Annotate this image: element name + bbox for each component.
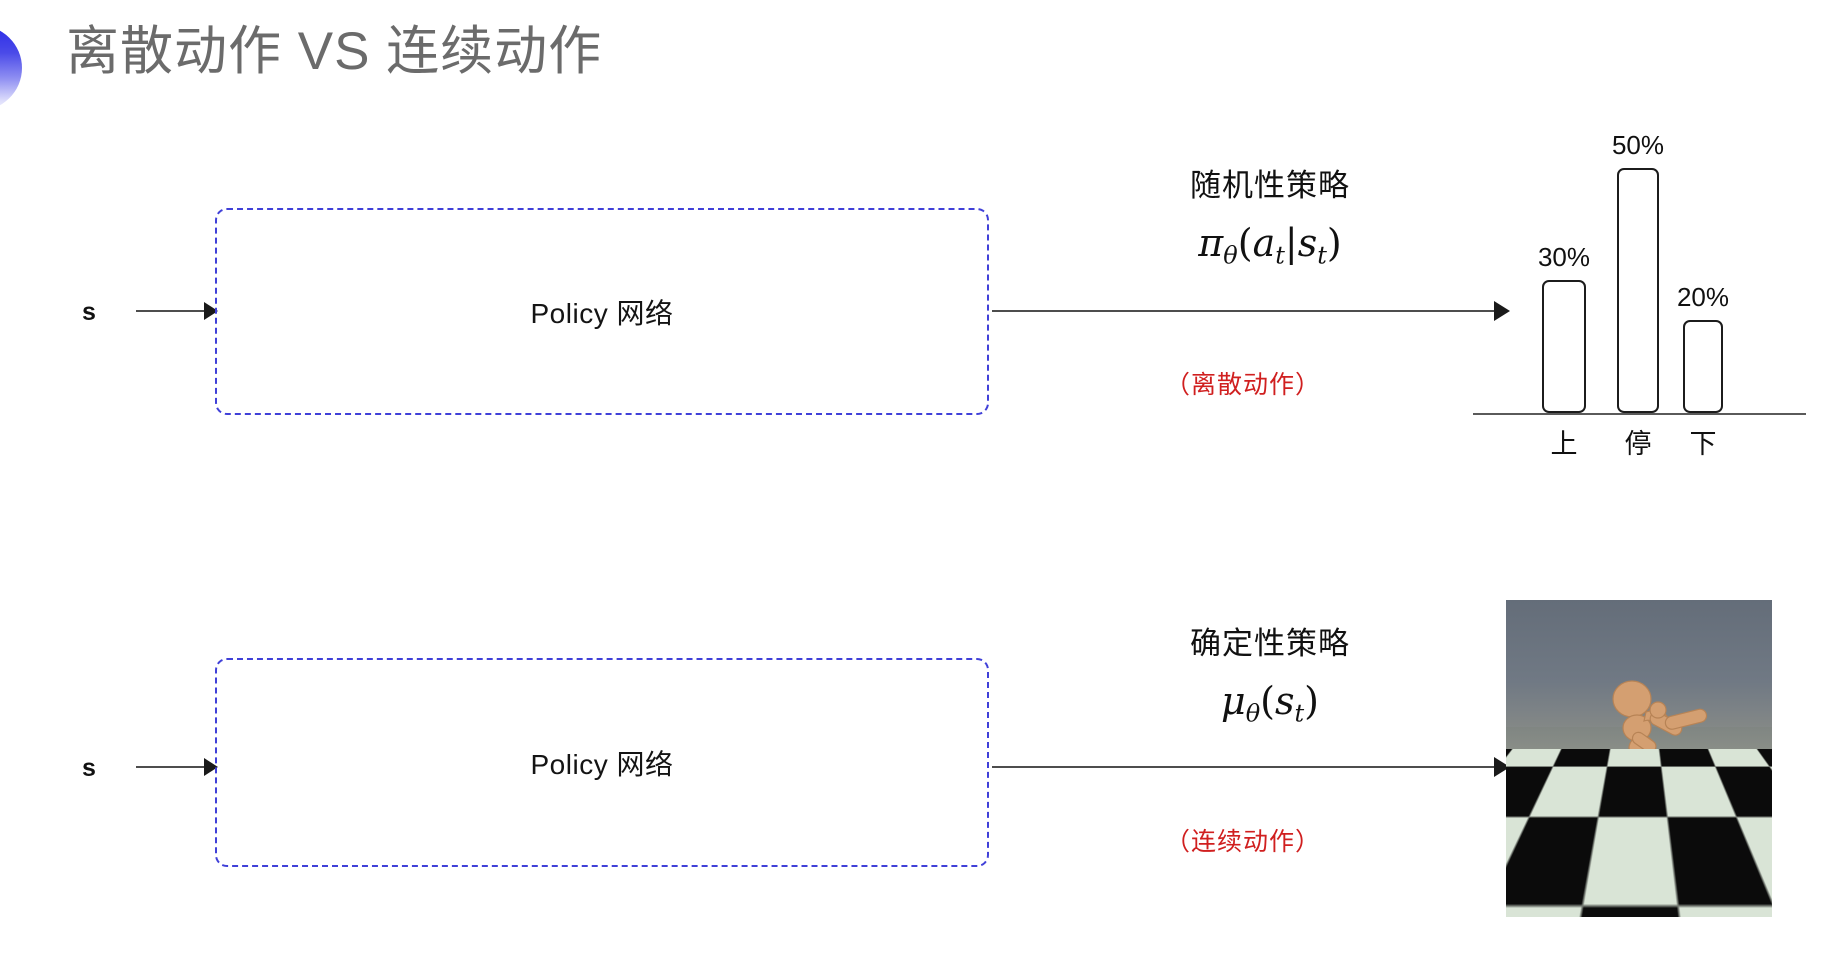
policy-network-box-discrete[interactable]: Policy 网络 <box>215 208 989 415</box>
note-continuous: （连续动作） <box>1165 828 1322 856</box>
annotation-discrete: 随机性策略 πθ(at|st) <box>1130 160 1410 270</box>
policy-box-label: Policy 网络 <box>530 297 674 329</box>
mujoco-humanoid-image <box>1506 600 1772 917</box>
humanoid-shadow <box>1582 861 1670 875</box>
page-title: 离散动作 VS 连续动作 <box>66 22 603 81</box>
bar-value-label-xia: 20% <box>1676 282 1730 312</box>
policy-name-continuous: 确定性策略 <box>1190 626 1350 661</box>
bar-category-label-ting: 停 <box>1624 429 1652 459</box>
input-arrow-discrete <box>136 300 218 322</box>
policy-name-discrete: 随机性策略 <box>1190 168 1350 203</box>
policy-box-label: Policy 网络 <box>530 748 674 780</box>
arrow-shaft <box>136 766 206 768</box>
state-label-discrete: s <box>82 298 96 326</box>
arrow-shaft <box>136 310 206 312</box>
title-bullet-icon <box>0 25 22 111</box>
bar-chart-discrete: 30% 50% 20% 上 停 下 <box>1473 130 1806 459</box>
bar-category-label-xia: 下 <box>1689 429 1717 459</box>
formula-continuous: μθ(st) <box>1221 679 1319 728</box>
policy-network-box-continuous[interactable]: Policy 网络 <box>215 658 989 867</box>
arrow-right-icon <box>204 758 218 776</box>
output-arrow-continuous <box>992 756 1510 778</box>
annotation-continuous: 确定性策略 μθ(st) <box>1130 618 1410 728</box>
input-arrow-continuous <box>136 756 218 778</box>
output-arrow-discrete <box>992 300 1510 322</box>
chart-baseline-axis <box>1473 413 1806 415</box>
bar-value-label-shang: 30% <box>1537 242 1591 272</box>
humanoid-figure-icon <box>1582 680 1708 875</box>
bar-xia <box>1683 320 1723 413</box>
bar-value-label-ting: 50% <box>1611 130 1665 160</box>
arrow-shaft <box>992 310 1496 312</box>
bar-shang <box>1542 280 1586 413</box>
bar-ting <box>1617 168 1659 413</box>
state-label-continuous: s <box>82 754 96 782</box>
arrow-right-icon <box>1494 301 1510 321</box>
formula-discrete: πθ(at|st) <box>1198 221 1342 270</box>
arrow-shaft <box>992 766 1496 768</box>
arrow-right-icon <box>204 302 218 320</box>
bar-category-label-shang: 上 <box>1550 429 1578 459</box>
note-discrete: （离散动作） <box>1165 371 1322 399</box>
